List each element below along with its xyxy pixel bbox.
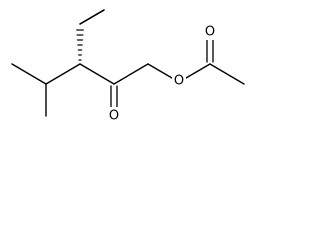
bond-stereocenter-ketone-c — [79, 63, 115, 85]
ester-oxygen-label: O — [174, 74, 184, 89]
carbonyl-oxygen-label: O — [205, 25, 215, 40]
atom-ketone-oxygen: O — [107, 107, 121, 124]
bond-isopropyl-ch-methyl-up — [11, 63, 47, 85]
bond-stereocenter-isopropyl-ch — [45, 63, 81, 85]
bond-ch2-ester-o — [147, 63, 173, 79]
ketone-oxygen-label: O — [109, 109, 119, 124]
atom-carbonyl-oxygen: O — [203, 24, 217, 40]
bond-ketone-c-ch2 — [113, 63, 149, 85]
bond-ester-o-acyl-c — [185, 63, 211, 79]
structural-formula: O O O — [11, 9, 245, 124]
bond-ethyl-ch2-stereocenter — [79, 9, 105, 25]
atom-ester-oxygen: O — [172, 72, 186, 89]
bond-acyl-c-methyl — [209, 63, 245, 85]
stereo-hashed-wedge — [76, 29, 84, 61]
